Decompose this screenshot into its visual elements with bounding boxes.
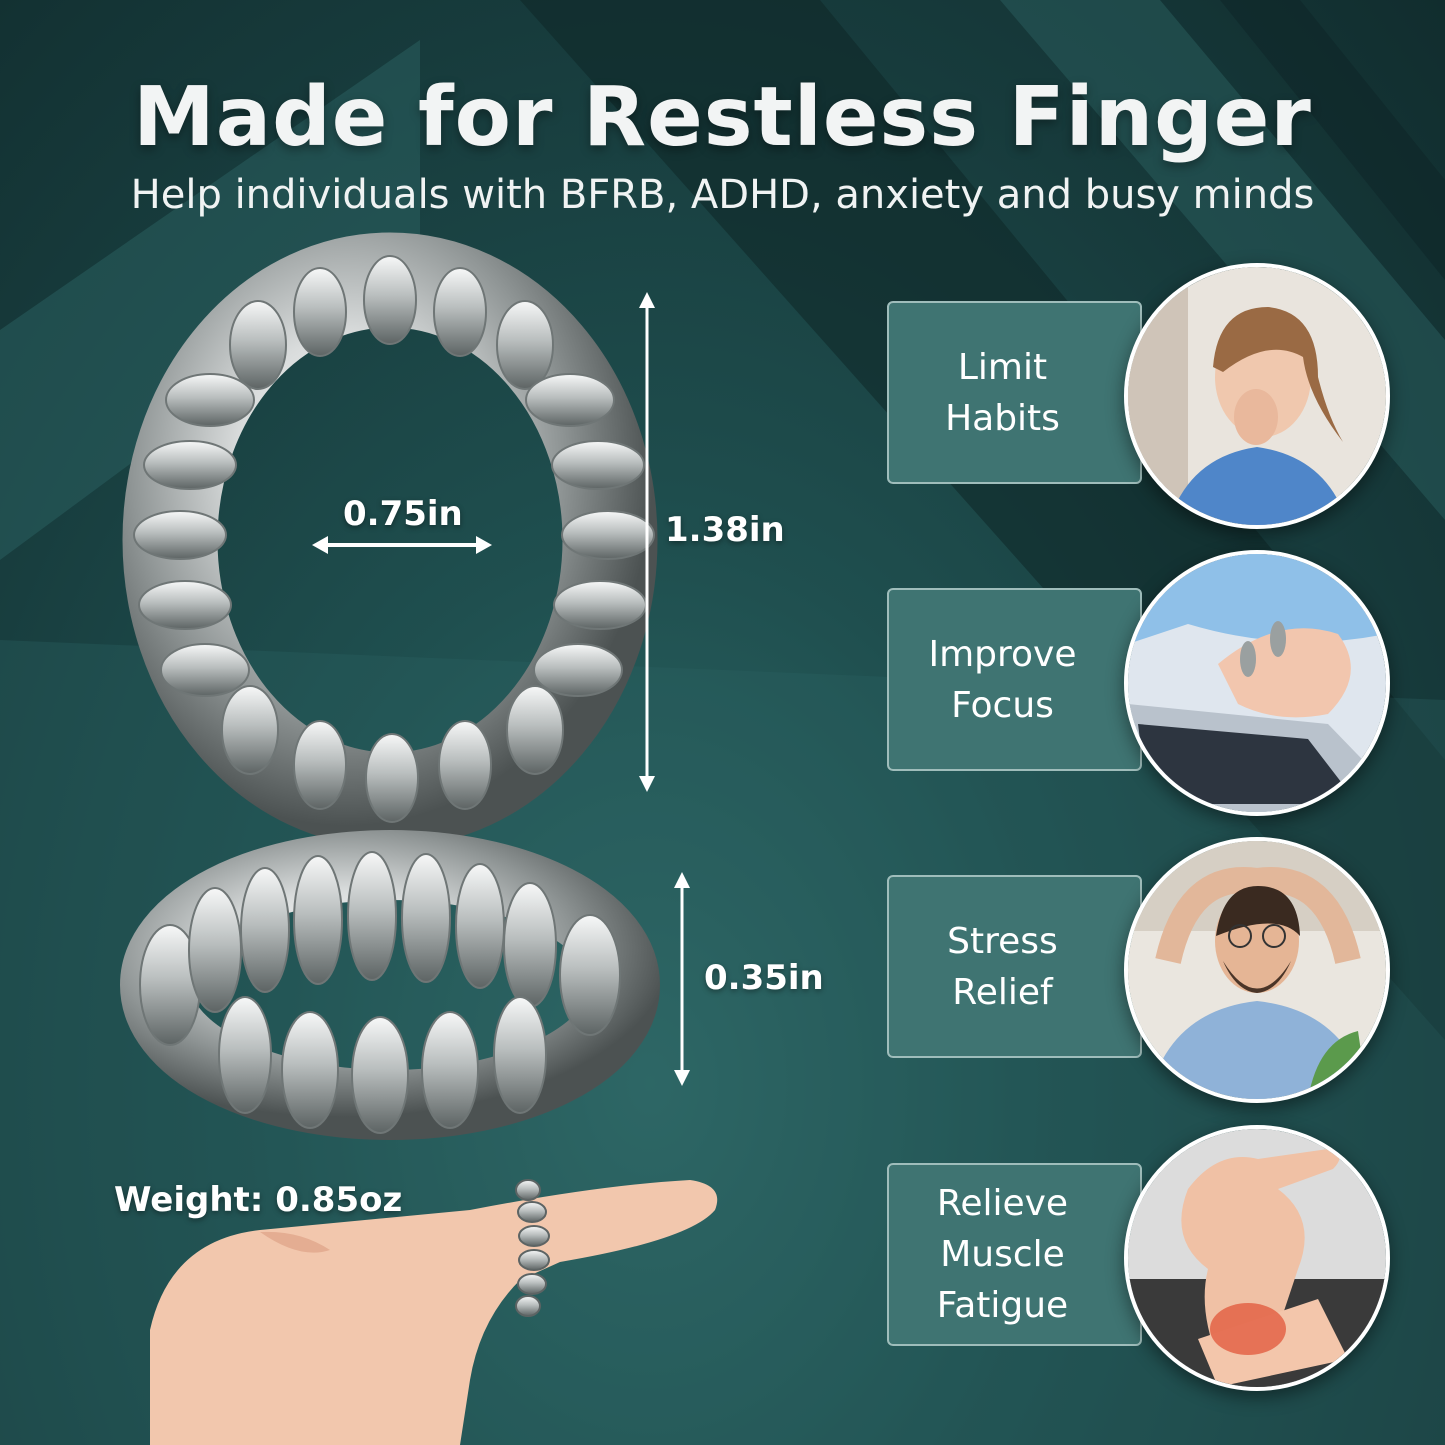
page-subtitle: Help individuals with BFRB, ADHD, anxiet… [130,172,1315,218]
thickness-label: 0.35in [704,958,824,998]
benefit-label: Limit Habits [945,346,1060,439]
benefit-card-improve-focus: Improve Focus [887,588,1142,771]
benefit-card-relieve-muscle-fatigue: Relieve Muscle Fatigue [887,1163,1142,1346]
inner-diameter-label: 0.75in [343,494,463,534]
sore-wrist-photo [1124,1125,1390,1391]
page-title: Made for Restless Finger [133,70,1312,165]
weight-label: Weight: 0.85oz [114,1180,403,1220]
benefit-label: Stress Relief [947,920,1058,1013]
relaxed-man-photo [1124,837,1390,1103]
benefit-label: Relieve Muscle Fatigue [936,1183,1069,1326]
outer-height-label: 1.38in [665,510,785,550]
ring-on-finger-laptop-photo [1124,550,1390,816]
benefit-card-stress-relief: Stress Relief [887,875,1142,1058]
benefit-label: Improve Focus [928,633,1077,726]
benefit-card-limit-habits: Limit Habits [887,301,1142,484]
woman-biting-nails-photo [1124,263,1390,529]
